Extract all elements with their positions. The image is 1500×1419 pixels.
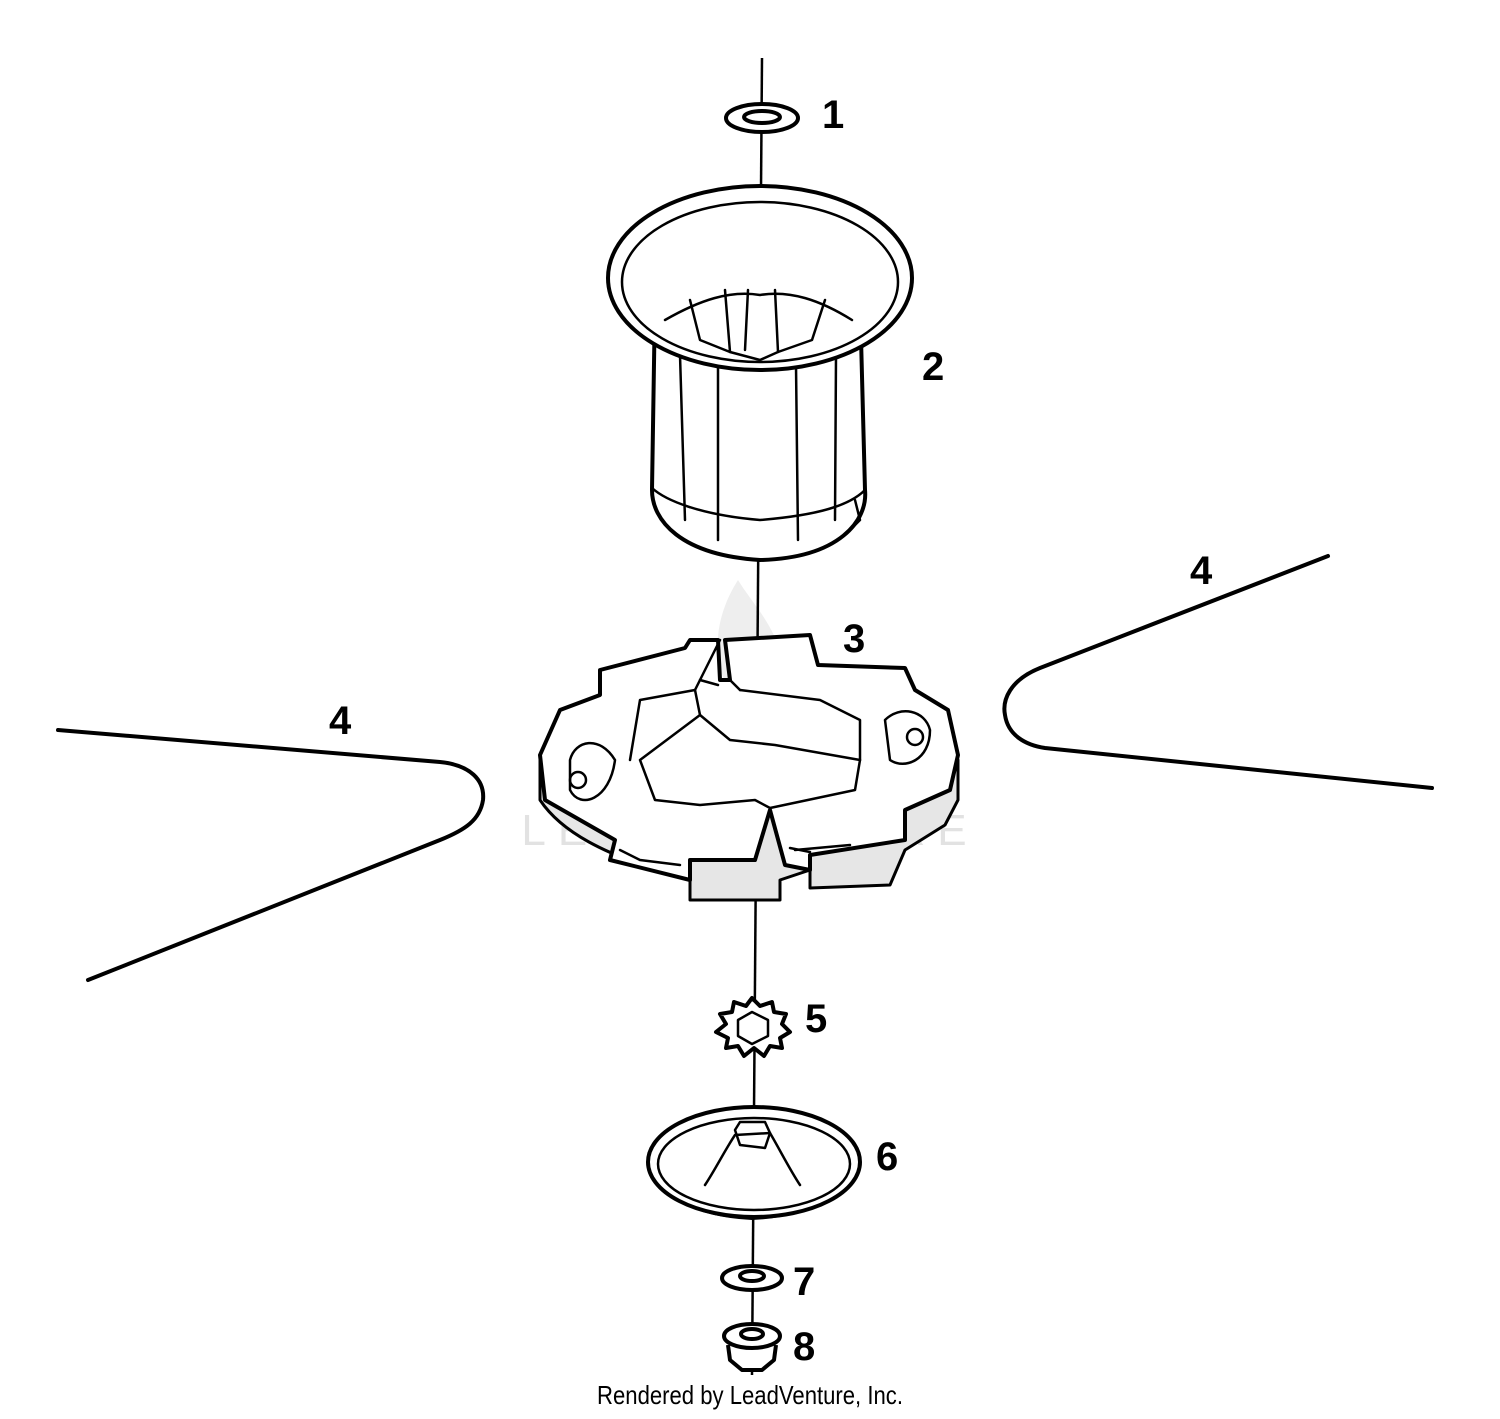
- part-1-washer: [724, 102, 800, 134]
- part-3-hub: [538, 633, 960, 902]
- callout-5: 5: [805, 997, 827, 1041]
- part-2-spool-cup: [606, 184, 914, 562]
- part-4-line-right: [1002, 554, 1434, 790]
- callout-3: 3: [843, 617, 865, 661]
- callout-4-right: 4: [1190, 549, 1213, 593]
- footer-credit: Rendered by LeadVenture, Inc.: [597, 1380, 903, 1410]
- part-4-line-left: [56, 728, 486, 982]
- callout-2: 2: [922, 345, 944, 389]
- callout-7: 7: [793, 1260, 815, 1304]
- callout-4-left: 4: [329, 699, 352, 743]
- part-8-flange-nut: [722, 1322, 782, 1372]
- part-7-washer: [720, 1264, 784, 1292]
- callout-6: 6: [876, 1135, 898, 1179]
- callout-1: 1: [822, 93, 844, 137]
- part-6-cap: [646, 1105, 862, 1220]
- callout-8: 8: [793, 1325, 815, 1369]
- part-5-star-washer: [714, 996, 792, 1058]
